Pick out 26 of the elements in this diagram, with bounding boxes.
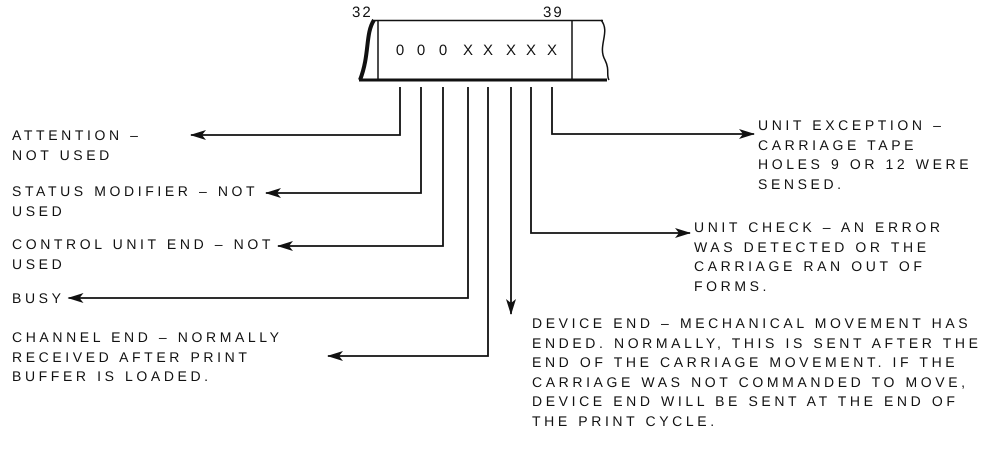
status-description: CHANNEL END – NORMALLY RECEIVED AFTER PRINT BUFFER IS LOADED. <box>12 328 324 386</box>
bit-value: X <box>501 22 521 79</box>
arrow <box>551 87 755 139</box>
bit-value: X <box>458 22 478 79</box>
arrow <box>277 87 444 251</box>
status-description: BUSY <box>12 289 65 308</box>
status-description: ATTENTION – NOT USED <box>12 126 187 165</box>
bit-value: 0 <box>390 22 410 79</box>
arrow <box>327 87 489 361</box>
bit-value: X <box>521 22 541 79</box>
status-description: STATUS MODIFIER – NOT USED <box>12 182 262 221</box>
arrow <box>190 87 401 140</box>
arrow <box>265 87 422 198</box>
arrow <box>506 87 516 315</box>
bit-position-number: 39 <box>543 5 564 20</box>
arrow <box>68 87 469 303</box>
bit-value: X <box>542 22 562 79</box>
bit-position-number: 32 <box>352 5 373 20</box>
status-description: DEVICE END – MECHANICAL MOVEMENT HAS ENDED. NORMALLY, THIS IS SENT AFTER THE END OF THE CARRIAGE MOVEMENT. IF THE CARRIAGE WAS NOT COMMANDED TO MOVE, DEVICE END WILL BE SENT AT THE END OF THE PRINT CYCLE. <box>505 314 988 431</box>
bit-value: 0 <box>411 22 431 79</box>
bit-value: 0 <box>433 22 453 79</box>
status-description: CONTROL UNIT END – NOT USED <box>12 235 274 274</box>
arrow <box>530 87 691 238</box>
status-description: UNIT CHECK – AN ERROR WAS DETECTED OR THE CARRIAGE RAN OUT OF FORMS. <box>694 218 982 296</box>
bit-value: X <box>478 22 498 79</box>
status-description: UNIT EXCEPTION – CARRIAGE TAPE HOLES 9 OR 12 WERE SENSED. <box>758 116 982 194</box>
